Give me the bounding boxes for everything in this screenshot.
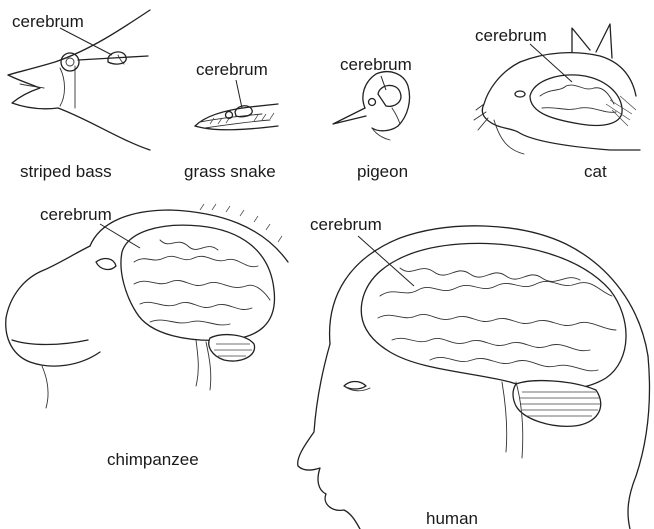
chimpanzee-label: chimpanzee (107, 451, 199, 468)
cerebrum-leader-bass (60, 28, 112, 55)
pigeon-label: pigeon (357, 163, 408, 180)
cerebrum-label-chimp: cerebrum (40, 206, 112, 223)
striped-bass-drawing (8, 10, 150, 150)
striped-bass-label: striped bass (20, 163, 112, 180)
cat-label: cat (584, 163, 607, 180)
cerebrum-label-snake: cerebrum (196, 61, 268, 78)
grass-snake-drawing (195, 104, 278, 130)
pigeon-drawing (333, 72, 410, 140)
cerebrum-label-human: cerebrum (310, 216, 382, 233)
cerebrum-label-bass: cerebrum (12, 13, 84, 30)
grass-snake-label: grass snake (184, 163, 276, 180)
chimpanzee-drawing (6, 204, 288, 408)
cerebrum-label-cat: cerebrum (475, 27, 547, 44)
cerebrum-leader-cat (530, 44, 572, 82)
human-drawing (298, 226, 650, 529)
cerebrum-leader-snake (236, 80, 242, 108)
cerebrum-label-pigeon: cerebrum (340, 56, 412, 73)
human-label: human (426, 510, 478, 527)
